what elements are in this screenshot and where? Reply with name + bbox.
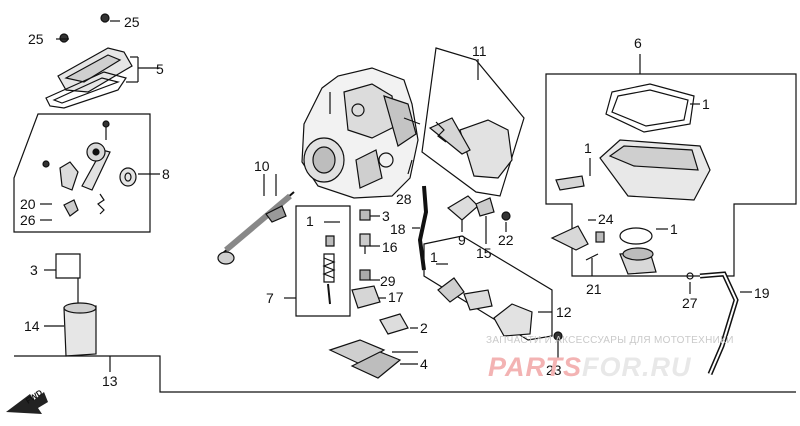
main-assembly-border [14, 355, 796, 393]
callout-12: 12 [556, 304, 572, 320]
callout-22: 22 [498, 232, 514, 248]
watermark-logo-left: PARTS [488, 352, 582, 382]
callout-13: 13 [102, 373, 118, 389]
callout-26: 26 [20, 212, 36, 228]
bottom-parts-group [328, 313, 418, 379]
callout-16: 16 [382, 239, 398, 255]
callout-24: 24 [598, 211, 614, 227]
callout-1e: 1 [430, 249, 438, 265]
callout-28: 28 [396, 191, 412, 207]
callout-8: 8 [162, 166, 170, 182]
throttle-linkage-group [13, 113, 160, 233]
callout-3b: 3 [30, 262, 38, 278]
watermark-logo-right: FOR.RU [582, 352, 692, 382]
callout-6: 6 [634, 35, 642, 51]
filter-group [44, 253, 97, 357]
callout-19: 19 [754, 285, 770, 301]
choke-bracket-group [446, 195, 511, 244]
callout-3a: 3 [382, 208, 390, 224]
drain-tube [686, 271, 752, 375]
jet-needle-group [217, 174, 295, 265]
callout-11: 11 [472, 43, 487, 59]
callout-15: 15 [476, 245, 492, 261]
screw-23 [553, 331, 563, 360]
callout-27: 27 [682, 295, 698, 311]
callout-17: 17 [388, 289, 404, 305]
callout-25b: 25 [28, 31, 44, 47]
callout-labels: 25 25 5 11 6 1 1 8 10 20 26 28 1 3 16 18… [20, 14, 770, 389]
callout-1d: 1 [670, 221, 678, 237]
callout-10: 10 [254, 158, 270, 174]
callout-1c: 1 [306, 213, 314, 229]
callout-2: 2 [420, 320, 428, 336]
callout-20: 20 [20, 196, 36, 212]
choke-assembly-box [421, 47, 525, 197]
watermark: ЗАПЧАСТИ И АКСЕССУАРЫ ДЛЯ МОТОТЕХНИКИ PA… [486, 335, 734, 382]
callout-5: 5 [156, 61, 164, 77]
callout-18: 18 [390, 221, 406, 237]
needle-jet-box [284, 205, 351, 317]
callout-29: 29 [380, 273, 396, 289]
callout-23: 23 [546, 362, 562, 378]
callout-4: 4 [420, 356, 428, 372]
callout-25a: 25 [124, 14, 140, 30]
callout-7: 7 [266, 290, 274, 306]
callout-21: 21 [586, 281, 602, 297]
callout-14: 14 [24, 318, 40, 334]
top-cover-group [45, 13, 160, 109]
watermark-logo: PARTSFOR.RU [488, 352, 692, 382]
callout-9: 9 [458, 232, 466, 248]
callout-1b: 1 [584, 140, 592, 156]
fwd-arrow-icon: FWD [6, 388, 48, 414]
watermark-tagline: ЗАПЧАСТИ И АКСЕССУАРЫ ДЛЯ МОТОТЕХНИКИ [486, 335, 734, 346]
main-jet-stack [351, 209, 386, 309]
accelerator-pump-box [423, 235, 553, 341]
carburetor-body [301, 67, 421, 199]
callout-1a: 1 [702, 96, 710, 112]
float-bracket-group [550, 219, 605, 276]
float-chamber-box [545, 54, 797, 277]
overflow-tube [407, 159, 429, 271]
